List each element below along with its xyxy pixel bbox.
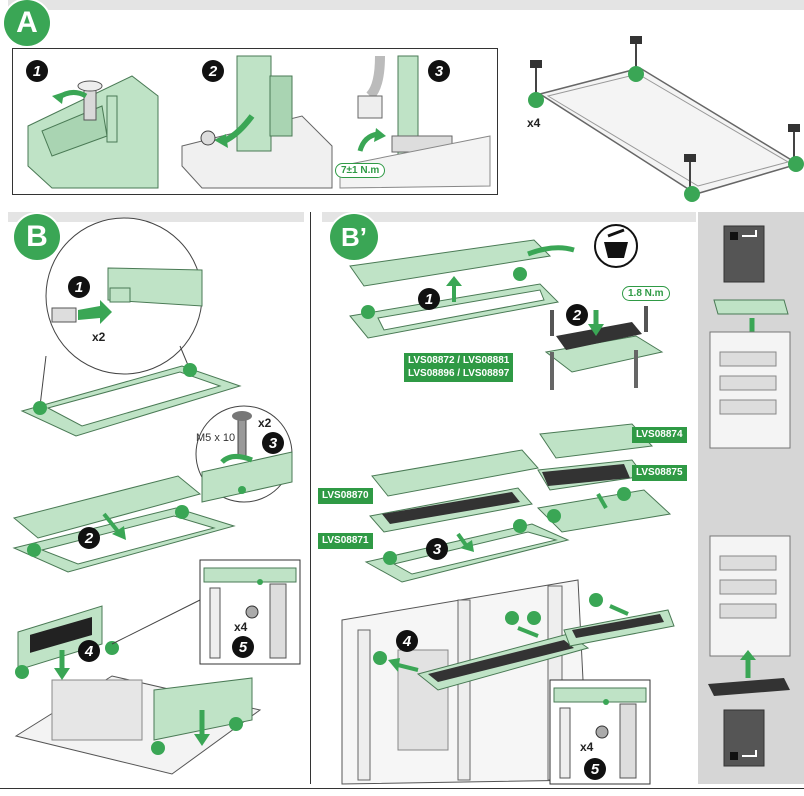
recycle-disposal-icon <box>594 224 638 268</box>
b-step1-number: 1 <box>68 276 90 298</box>
c-step3-illustration <box>364 423 672 583</box>
c-torque-value: 1.8 N.m <box>622 286 670 301</box>
section-bprime-header-bar <box>322 212 696 222</box>
b-step2-illustration <box>12 475 236 573</box>
side-panel-top-illustration <box>709 299 791 449</box>
c-step5-number: 5 <box>584 758 606 780</box>
c-ref-8870: LVS08870 <box>318 488 373 504</box>
c-step4-number: 4 <box>396 630 418 652</box>
open-book-icon-bottom <box>723 709 765 767</box>
b-step4-number: 4 <box>78 640 100 662</box>
a-step2-number: 2 <box>202 60 224 82</box>
c-step1-illustration <box>349 239 575 339</box>
b-screw-spec: M5 x 10 <box>196 432 236 444</box>
a-step3-number: 3 <box>428 60 450 82</box>
b-step3-zoom <box>195 405 293 503</box>
c-ref-8871: LVS08871 <box>318 533 373 549</box>
a-step2-illustration <box>181 55 333 189</box>
a-step1-illustration <box>27 75 159 189</box>
section-b-divider <box>310 212 311 784</box>
b-step1-illustration <box>20 217 242 437</box>
bottom-rule <box>0 788 804 789</box>
b-corner-quantity: x4 <box>234 620 248 634</box>
a-feet-quantity: x4 <box>527 116 541 130</box>
c-step2-illustration <box>544 306 664 390</box>
b-step5-number: 5 <box>232 636 254 658</box>
c-ref-pair-1: LVS08872 / LVS08881 <box>404 353 514 369</box>
section-a-badge: A <box>4 0 50 46</box>
c-ref-8875: LVS08875 <box>632 465 687 481</box>
section-a-header-bar <box>8 0 804 10</box>
a-step1-number: 1 <box>26 60 48 82</box>
c-corner-quantity: x4 <box>580 740 594 754</box>
section-bprime-badge: B’ <box>330 214 378 260</box>
open-book-icon <box>723 225 765 283</box>
a-torque-value: 7±1 N.m <box>335 163 386 178</box>
a-frame-illustration <box>528 36 804 202</box>
c-step1-number: 1 <box>418 288 440 310</box>
section-b-badge: B <box>14 214 60 260</box>
section-a-frame <box>12 48 498 195</box>
side-panel-bottom-illustration <box>708 535 791 696</box>
b-screw-quantity: x2 <box>258 416 272 430</box>
b-clip-quantity: x2 <box>92 330 106 344</box>
c-ref-pair-2: LVS08896 / LVS08897 <box>404 366 514 382</box>
section-b-header-bar <box>8 212 304 222</box>
b-step2-number: 2 <box>78 527 100 549</box>
c-ref-8874: LVS08874 <box>632 427 687 443</box>
c-step3-number: 3 <box>426 538 448 560</box>
b-step4-illustration <box>14 599 262 775</box>
b-step3-number: 3 <box>262 432 284 454</box>
c-step2-number: 2 <box>566 304 588 326</box>
